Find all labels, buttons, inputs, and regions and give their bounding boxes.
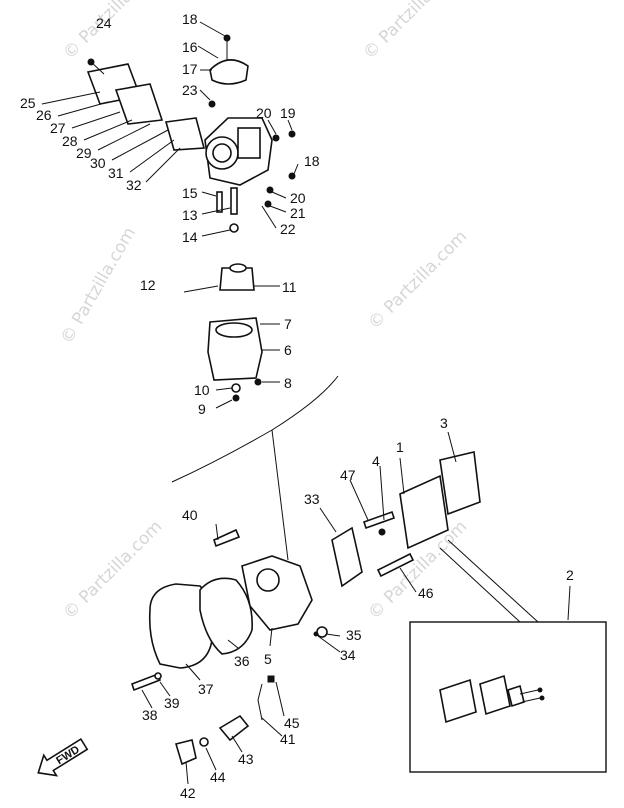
callout-37: 37 [198, 681, 214, 697]
callout-1: 1 [396, 439, 404, 455]
callout-23: 23 [182, 82, 198, 98]
callout-35: 35 [346, 627, 362, 643]
intake-gasket-30-32 [164, 117, 206, 151]
callout-20: 20 [290, 190, 306, 206]
silencer-plate [199, 577, 253, 655]
watermark: © Partzilla.com [59, 0, 166, 64]
gasket-33 [331, 526, 363, 588]
callout-8: 8 [284, 375, 292, 391]
callout-30: 30 [90, 155, 106, 171]
intake-plate-28-29 [114, 83, 164, 125]
callout-19: 19 [280, 105, 296, 121]
screw-38 [130, 672, 162, 692]
choke-lever [218, 714, 250, 742]
callout-43: 43 [238, 751, 254, 767]
bolt-40 [213, 528, 241, 548]
callout-14: 14 [182, 229, 198, 245]
callout-3: 3 [440, 415, 448, 431]
callout-numbers: 18 16 17 23 24 25 26 27 28 29 30 31 32 2… [20, 11, 574, 801]
callout-39: 39 [164, 695, 180, 711]
carburetor-upper-assembly [86, 34, 296, 402]
callout-5: 5 [264, 651, 272, 667]
callout-4: 4 [372, 453, 380, 469]
callout-13: 13 [182, 207, 198, 223]
screw-23 [208, 100, 216, 108]
callout-15: 15 [182, 185, 198, 201]
callout-31: 31 [108, 165, 124, 181]
callout-44: 44 [210, 769, 226, 785]
callout-27: 27 [50, 120, 66, 136]
callout-26: 26 [36, 107, 52, 123]
callout-36: 36 [234, 653, 250, 669]
float-chamber-cover [209, 59, 249, 85]
callout-45: 45 [284, 715, 300, 731]
bolt-46 [376, 552, 415, 578]
callout-6: 6 [284, 342, 292, 358]
callout-47: 47 [340, 467, 356, 483]
callout-9: 9 [198, 401, 206, 417]
callout-2: 2 [566, 567, 574, 583]
watermark: © Partzilla.com [364, 227, 471, 334]
reed-gasket [439, 451, 481, 516]
leader-lines-upper [41, 21, 299, 409]
bolt-47 [362, 510, 396, 530]
callout-16: 16 [182, 39, 198, 55]
callout-11: 11 [282, 279, 297, 295]
callout-24: 24 [96, 15, 112, 31]
callout-46: 46 [418, 585, 434, 601]
watermark: © Partzilla.com [359, 0, 466, 64]
leader-lines-lower [141, 431, 571, 785]
callout-33: 33 [304, 491, 320, 507]
callout-17: 17 [182, 61, 198, 77]
reed-valve-inset [409, 621, 607, 773]
watermark: © Partzilla.com [57, 224, 140, 348]
callout-29: 29 [76, 145, 92, 161]
bracket-stem [271, 429, 289, 561]
callout-38: 38 [142, 707, 158, 723]
forward-arrow-icon: FWD [37, 738, 89, 777]
callout-12: 12 [140, 277, 156, 293]
reed-valve [399, 474, 449, 550]
callout-32: 32 [126, 177, 142, 193]
callout-10: 10 [194, 382, 210, 398]
callout-22: 22 [280, 221, 296, 237]
callout-34: 34 [340, 647, 356, 663]
callout-40: 40 [182, 507, 198, 523]
choke-knob [174, 739, 197, 766]
carburetor-lower-assembly [130, 451, 481, 766]
callout-18: 18 [304, 153, 320, 169]
callout-21: 21 [290, 205, 306, 221]
callout-20: 20 [256, 105, 272, 121]
callout-41: 41 [280, 731, 296, 747]
callout-28: 28 [62, 133, 78, 149]
callout-7: 7 [284, 316, 292, 332]
callout-42: 42 [180, 785, 196, 801]
callout-25: 25 [20, 95, 36, 111]
callout-18: 18 [182, 11, 198, 27]
